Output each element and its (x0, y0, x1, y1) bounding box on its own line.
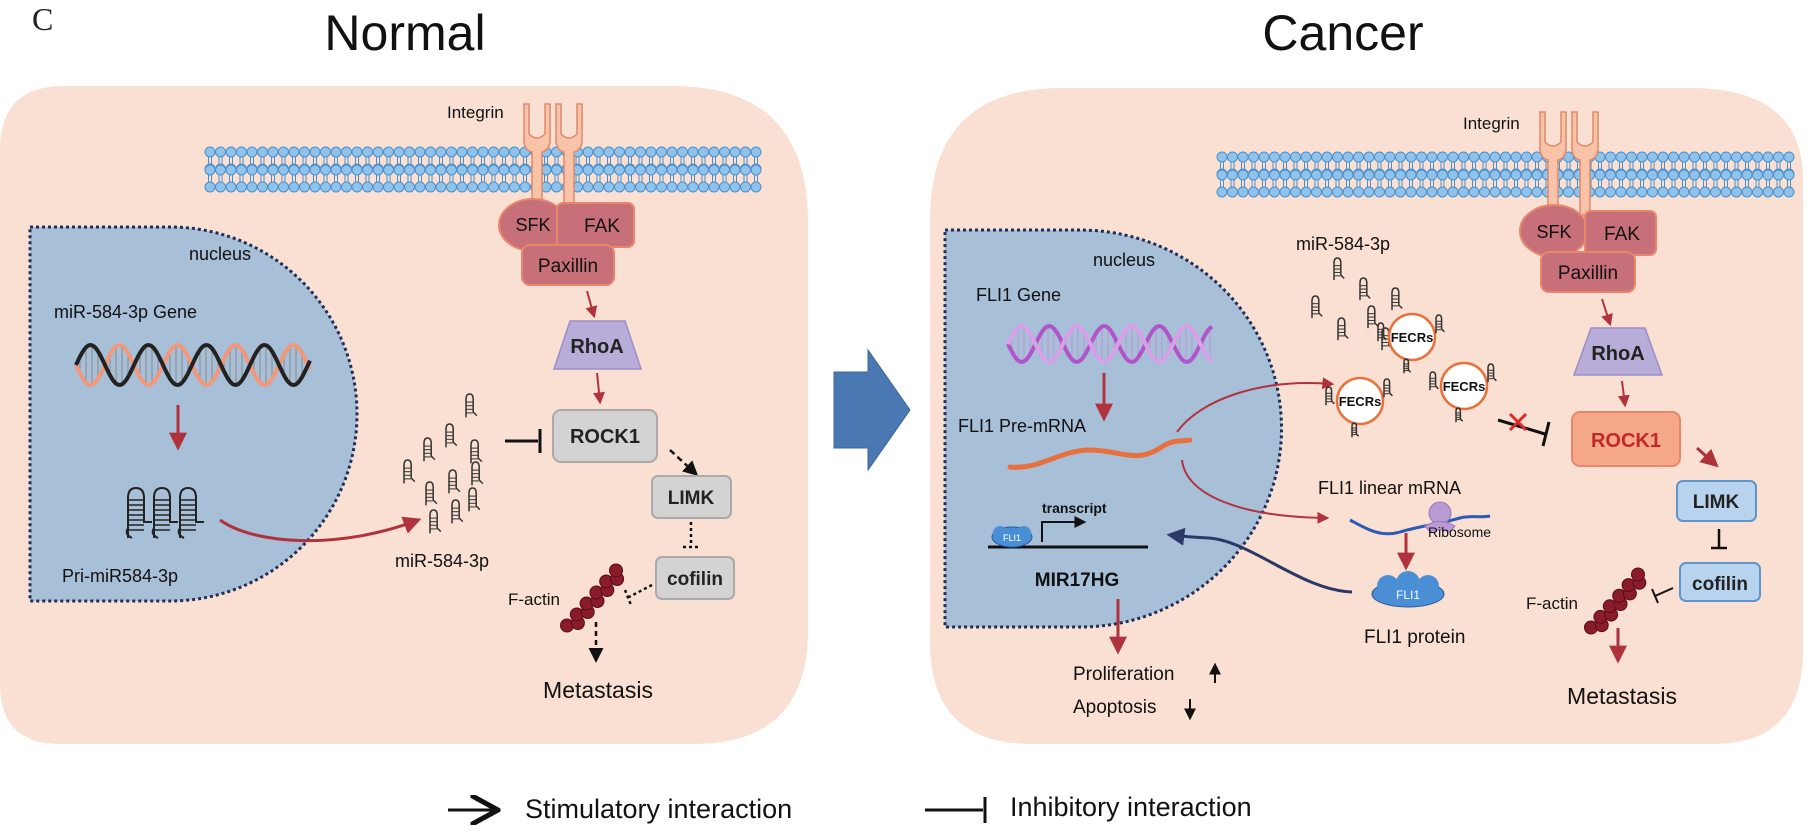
fli1-protein-return-arrow (1166, 527, 1353, 594)
panel-letter: C (32, 1, 53, 37)
cancer-title: Cancer (1262, 5, 1423, 61)
transcript-arrow (1041, 516, 1087, 542)
normal-rock1-limk-arrow (669, 449, 699, 477)
normal-membrane (204, 146, 762, 193)
premrna-to-circrna-arrow (1176, 377, 1335, 433)
normal-rock1: ROCK1 (570, 426, 640, 448)
ribosome-icon (1428, 501, 1452, 525)
normal-integrin-label: Integrin (447, 103, 504, 122)
cancer-nucleus-label: nucleus (1093, 250, 1155, 270)
normal-rhoa: RhoA (570, 336, 623, 358)
cancer-rock1-box (1571, 411, 1681, 467)
normal-nucleus (28, 225, 359, 603)
fecrs-label: FECRs (1391, 330, 1434, 345)
linear-mrna-label: FLI1 linear mRNA (1318, 478, 1461, 498)
normal-factin-label: F-actin (508, 590, 560, 609)
normal-rock1-box (552, 409, 658, 463)
normal-fak: FAK (584, 216, 620, 237)
pri-mirna-label: Pri-miR584-3p (62, 566, 178, 586)
fli1-protein-cloud (1371, 571, 1445, 608)
normal-factin-filament (560, 563, 625, 633)
legend-inhibitory: Inhibitory interaction (1010, 792, 1252, 822)
normal-integrin (523, 103, 583, 213)
cancer-metastasis: Metastasis (1567, 683, 1677, 709)
transition-arrow (833, 348, 911, 472)
cancer-mirna-cluster (1311, 257, 1403, 351)
cancer-factin-filament (1584, 567, 1647, 635)
cancer-fak: FAK (1604, 224, 1640, 245)
fli1-protein-label: FLI1 protein (1364, 627, 1465, 648)
cancer-cofilin: cofilin (1692, 574, 1748, 595)
cancer-kinase-complex (1519, 204, 1657, 293)
normal-gene-label: miR-584-3p Gene (54, 302, 197, 322)
normal-cell (0, 86, 808, 744)
fecrs-label: FECRs (1443, 379, 1486, 394)
normal-kinase-complex (498, 198, 635, 286)
cancer-sfk: SFK (1536, 222, 1571, 242)
normal-dna-helix (74, 342, 312, 388)
normal-paxillin: Paxillin (538, 256, 598, 277)
transcript-label: transcript (1042, 500, 1107, 516)
normal-nucleus-label: nucleus (189, 244, 251, 264)
fecrs-label: FECRs (1339, 394, 1382, 409)
fli1-premrna-strand (1007, 437, 1193, 470)
normal-metastasis: Metastasis (543, 677, 653, 703)
cancer-limk: LIMK (1693, 492, 1740, 513)
fli1-dna-helix (1006, 323, 1214, 365)
cancer-mirna-label: miR-584-3p (1296, 234, 1390, 254)
normal-cofilin: cofilin (667, 569, 723, 590)
cancer-rock1: ROCK1 (1591, 430, 1661, 452)
fli1-bound-label: FLI1 (1003, 533, 1021, 543)
cancer-integrin (1539, 111, 1599, 216)
cancer-cofilin-box (1679, 562, 1761, 602)
normal-mirna-label: miR-584-3p (395, 551, 489, 571)
cancer-rhoa-shape (1572, 327, 1664, 376)
normal-mirna-cluster (403, 393, 484, 534)
ribosome-label: Ribosome (1428, 524, 1491, 540)
normal-sfk: SFK (515, 215, 550, 235)
apoptosis-label: Apoptosis (1073, 697, 1156, 718)
export-arrow (219, 516, 422, 543)
fli1-bound-cloud (991, 526, 1033, 548)
fli1-premrna-label: FLI1 Pre-mRNA (958, 416, 1086, 436)
fli1-protein-cloud-label: FLI1 (1396, 588, 1420, 602)
normal-limk: LIMK (668, 488, 715, 509)
cancer-factin-label: F-actin (1526, 594, 1578, 613)
normal-title: Normal (324, 5, 485, 61)
pri-mirna-hairpins (125, 486, 204, 539)
normal-rhoa-shape (552, 320, 643, 370)
cancer-membrane (1216, 151, 1795, 198)
normal-limk-box (651, 475, 732, 519)
cancer-integrin-label: Integrin (1463, 114, 1520, 133)
legend-stimulatory: Stimulatory interaction (525, 794, 792, 824)
normal-cofilin-box (655, 556, 735, 600)
premrna-to-linear-arrow (1181, 459, 1330, 524)
mir17hg-label: MIR17HG (1035, 570, 1119, 591)
legend: Stimulatory interaction Inhibitory inter… (448, 792, 1252, 824)
cancer-paxillin: Paxillin (1558, 263, 1618, 284)
cancer-limk-box (1676, 480, 1757, 522)
fli1-gene-label: FLI1 Gene (976, 285, 1061, 305)
proliferation-label: Proliferation (1073, 664, 1174, 685)
cancer-rhoa: RhoA (1591, 343, 1644, 365)
